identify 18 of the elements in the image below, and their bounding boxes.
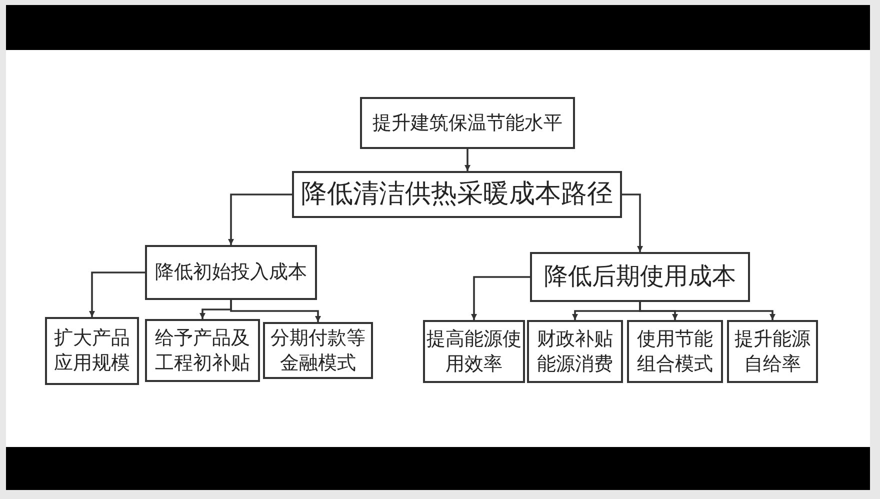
process-box: 降低清洁供热采暖成本路径 [292,171,622,218]
arrow [622,194,643,252]
process-box: 给予产品及工程初补贴 [145,319,260,382]
process-box: 降低后期使用成本 [530,252,750,302]
process-box: 扩大产品应用规模 [45,317,139,385]
arrow [228,194,292,245]
process-box: 提升建筑保温节能水平 [360,97,575,149]
process-box: 提高能源使用效率 [423,320,525,383]
arrow [230,300,321,322]
process-box: 财政补贴能源消费 [527,320,623,383]
arrow [471,276,530,320]
process-box: 提升能源自给率 [727,320,818,383]
arrow [464,149,470,171]
arrow [89,272,145,317]
arrow [639,302,776,320]
process-box: 使用节能组合模式 [627,320,723,383]
process-box: 降低初始投入成本 [145,245,317,300]
process-box: 分期付款等金融模式 [263,322,373,379]
